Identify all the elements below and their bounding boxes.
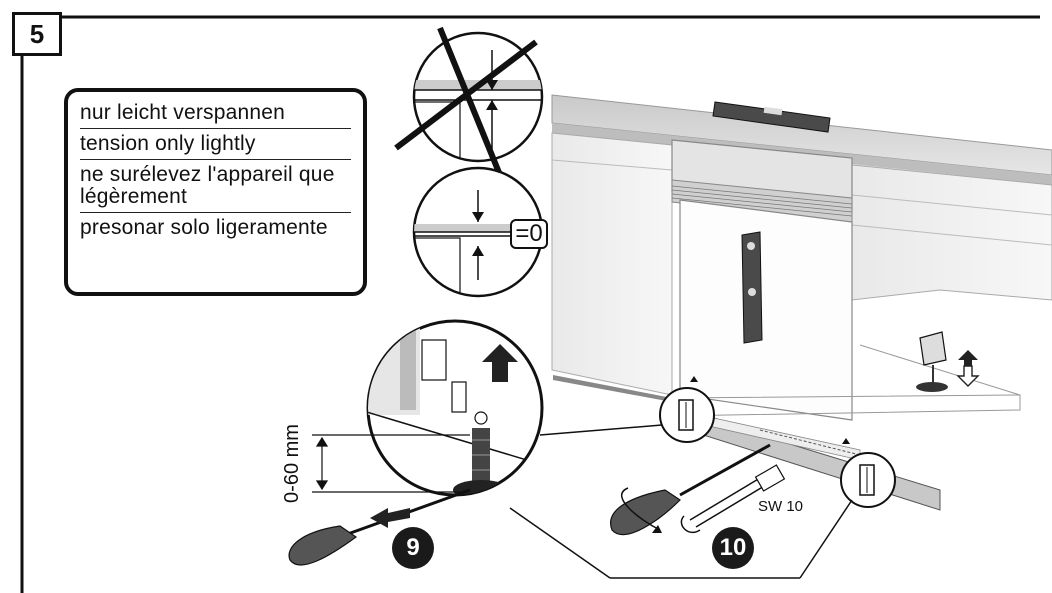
zoom-circle-wrong xyxy=(394,26,544,177)
instruction-english: tension only lightly xyxy=(80,129,351,160)
callout-number-9: 9 xyxy=(392,527,434,569)
gap-zero-label: =0 xyxy=(510,219,548,249)
zoom-circle-foot xyxy=(366,319,544,497)
spirit-level-vertical-icon xyxy=(741,231,763,344)
arrow-right-icon xyxy=(370,508,410,528)
instruction-german: nur leicht verspannen xyxy=(80,98,351,129)
instruction-french: ne surélevez l'appareil que légèrement xyxy=(80,160,351,213)
screwdriver-icon xyxy=(288,488,471,566)
rear-screwdriver-icon xyxy=(610,443,771,536)
cross-out-icon xyxy=(394,26,538,177)
instruction-box: nur leicht verspannen tension only light… xyxy=(64,88,367,296)
arrow-up-icon xyxy=(482,344,518,382)
kitchen-cabinet xyxy=(551,94,1052,402)
zoom-circle-left xyxy=(659,376,715,443)
zoom-circle-right xyxy=(840,438,896,508)
arrow-down-icon xyxy=(956,365,980,387)
frame-lines xyxy=(20,15,1040,593)
callout-number-10: 10 xyxy=(712,527,754,569)
rear-foot xyxy=(916,331,980,392)
rotate-icon xyxy=(620,487,661,531)
step-number: 5 xyxy=(12,12,62,56)
wrench-size-label: SW 10 xyxy=(758,498,804,515)
instruction-spanish: presonar solo ligeramente xyxy=(80,216,328,239)
spirit-level-icon xyxy=(712,101,831,133)
callout-lines xyxy=(509,424,853,579)
arrow-up-icon xyxy=(958,350,978,370)
height-dimension xyxy=(312,434,470,493)
socket-wrench-icon xyxy=(680,464,786,534)
height-range-label: 0-60 mm xyxy=(280,423,303,503)
dishwasher xyxy=(671,139,853,421)
